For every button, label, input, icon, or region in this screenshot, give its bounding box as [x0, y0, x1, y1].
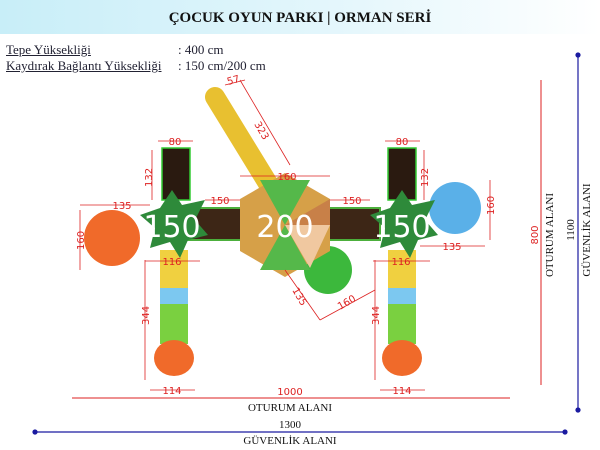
spec-label: Kaydırak Bağlantı Yüksekliği: [6, 58, 162, 73]
dim-base-right: 114: [392, 386, 411, 397]
platform-height-left: 150: [143, 210, 200, 245]
safety-area-lines: [32, 52, 581, 435]
dim-left-slide-height: 160: [76, 231, 87, 250]
column-right: [382, 250, 422, 376]
platform-height-right: 150: [373, 210, 430, 245]
title-bar: ÇOCUK OYUN PARKI | ORMAN SERİ: [0, 0, 600, 34]
dim-ladder-width-right: 80: [396, 137, 409, 148]
dim-green-slide-b: 160: [336, 294, 358, 313]
dim-1000: 1000: [277, 387, 302, 398]
ladder-left: [161, 147, 191, 201]
dim-1300: 1300: [279, 419, 302, 431]
column-left: [154, 250, 194, 376]
seating-area-label: OTURUM ALANI: [248, 402, 332, 414]
dim-left-slide-width: 135: [112, 201, 131, 212]
spec-peak-height: Tepe Yüksekliği : 400 cm: [6, 42, 224, 58]
dim-tube-left: 116: [162, 257, 181, 268]
dim-bridge-right: 150: [342, 196, 361, 207]
dim-800: 800: [530, 225, 541, 244]
dim-bridge-left: 150: [210, 196, 229, 207]
dim-column-right: 344: [371, 306, 382, 325]
blue-slide: [429, 182, 481, 234]
palm-right: [370, 190, 438, 258]
dim-green-slide-a: 135: [289, 286, 308, 308]
dim-ladder-height-left: 132: [144, 168, 155, 187]
hexagon-roof: [240, 173, 330, 277]
spec-slide-height: Kaydırak Bağlantı Yüksekliği : 150 cm/200…: [6, 58, 266, 74]
safety-area-label: GÜVENLİK ALANI: [243, 435, 337, 447]
spec-value: : 400 cm: [178, 42, 224, 57]
dim-hexagon: 160: [277, 172, 296, 183]
page-title: ÇOCUK OYUN PARKI | ORMAN SERİ: [168, 10, 432, 26]
spec-label: Tepe Yüksekliği: [6, 42, 91, 57]
dim-right-slide-height: 160: [486, 196, 497, 215]
orange-slide: [84, 210, 140, 266]
dimension-lines: [79, 79, 491, 391]
palm-left: [140, 190, 208, 258]
platform-height-center: 200: [256, 210, 313, 245]
dim-ladder-width-left: 80: [169, 137, 182, 148]
dim-1100: 1100: [565, 219, 577, 241]
dim-column-left: 344: [141, 306, 152, 325]
spec-value: : 150 cm/200 cm: [178, 58, 266, 73]
seating-area-lines: [72, 80, 542, 399]
yellow-slide: [205, 87, 282, 200]
dim-slide-top: 57: [226, 74, 241, 88]
dim-slide-length: 323: [251, 120, 270, 142]
dim-ladder-height-right: 132: [420, 168, 431, 187]
dim-tube-right: 116: [391, 257, 410, 268]
dim-right-slide-width: 135: [442, 242, 461, 253]
seating-area-label-vertical: OTURUM ALANI: [544, 193, 556, 277]
safety-area-label-vertical: GÜVENLİK ALANI: [581, 183, 593, 277]
dim-base-left: 114: [162, 386, 181, 397]
